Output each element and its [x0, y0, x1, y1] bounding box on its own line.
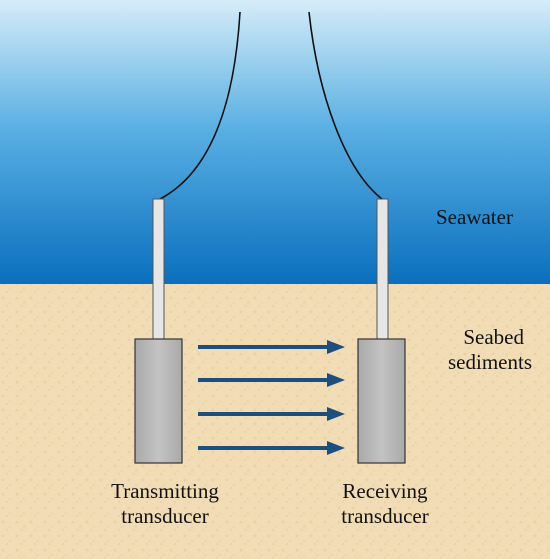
transmitting-transducer: [134, 338, 183, 464]
seabed-label-line2: sediments: [448, 350, 532, 374]
transmitting-label-line1: Transmitting: [111, 479, 219, 503]
receiving-rod: [376, 198, 389, 340]
seawater-label: Seawater: [436, 205, 513, 229]
receiving-transducer: [357, 338, 406, 464]
right-arrow-icon: [198, 407, 345, 421]
receiving-label-line2: transducer: [341, 504, 429, 528]
receiving-label-line1: Receiving: [342, 479, 428, 503]
right-arrow-icon: [198, 373, 345, 387]
right-arrow-icon: [198, 340, 345, 354]
transmitting-cable: [159, 11, 241, 200]
right-arrow-icon: [198, 441, 345, 455]
seabed-label-line1: Seabed: [463, 325, 524, 349]
transmitting-rod: [152, 198, 165, 340]
seawater-region: [0, 0, 550, 284]
receiving-cable: [308, 11, 383, 200]
transmitting-label-line2: transducer: [121, 504, 209, 528]
seabed-region: [0, 284, 550, 559]
